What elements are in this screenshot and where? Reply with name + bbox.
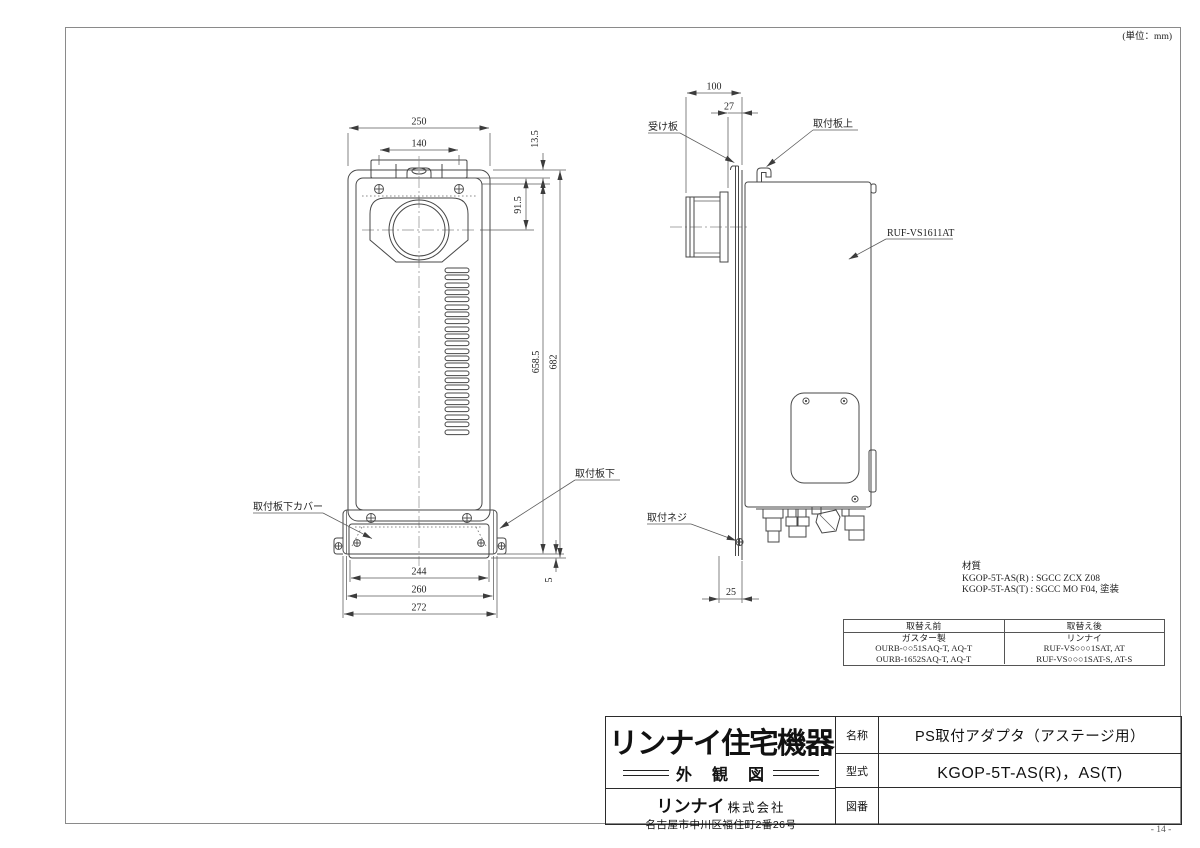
table-cell: リンナイ: [1066, 633, 1102, 643]
material-line-1: KGOP-5T-AS(R) : SGCC ZCX Z08: [962, 573, 1100, 584]
dim-260: 260: [412, 585, 427, 596]
front-bottom-plate: [333, 509, 507, 559]
company-info: リンナイ株式会社 名古屋市中川区福住町2番26号: [606, 788, 836, 831]
label-receiver-plate: 受け板: [648, 120, 678, 133]
model-value: KGOP-5T-AS(R)，AS(T): [937, 764, 1123, 782]
dim-682: 682: [549, 355, 560, 370]
drawing-no-label-cell: 図番: [836, 788, 879, 824]
doc-type: 外 観 図: [675, 767, 766, 784]
dim-250: 250: [412, 117, 427, 128]
page-number: - 14 -: [1150, 825, 1172, 835]
front-dims: 250 140 13.5 91.5: [342, 117, 566, 618]
side-heater-body: [744, 181, 877, 508]
side-piping: [756, 506, 866, 543]
dim-100: 100: [707, 82, 722, 93]
side-receiver-plate: [730, 165, 772, 560]
side-mount-screw: [735, 538, 744, 546]
table-header-after: 取替え後: [1066, 621, 1102, 631]
side-view: 100 27 25 受け板 取付板上 RUF-VS: [647, 82, 954, 603]
sheet-border: [65, 27, 1181, 824]
company-logo: リンナイ住宅機器: [608, 728, 835, 760]
table-cell: OURB-○○51SAQ-T, AQ-T: [844, 643, 1005, 654]
table-row: OURB-1652SAQ-T, AQ-T RUF-VS○○○1SAT-S, AT…: [844, 653, 1164, 665]
table-row: OURB-○○51SAQ-T, AQ-T RUF-VS○○○1SAT, AT: [844, 643, 1164, 654]
model-value-cell: KGOP-5T-AS(R)，AS(T): [879, 754, 1181, 788]
decor-bar-right: [773, 770, 819, 776]
dim-91-5: 91.5: [513, 196, 524, 214]
front-louvers: [444, 267, 470, 436]
dim-140: 140: [412, 139, 427, 150]
company-name-line: リンナイ株式会社: [606, 792, 836, 817]
table-cell: RUF-VS○○○1SAT-S, AT-S: [1036, 653, 1133, 664]
label-plate-top: 取付板上: [813, 117, 853, 130]
dim-13-5: 13.5: [530, 130, 541, 148]
dim-658-5: 658.5: [531, 351, 542, 374]
front-body: [347, 156, 491, 566]
dim-25: 25: [726, 587, 736, 598]
dim-244: 244: [412, 567, 427, 578]
doc-type-row: 外 観 図: [606, 761, 836, 785]
label-cover-bottom: 取付板下カバー: [253, 500, 323, 513]
drawing-no-value: [1152, 788, 1200, 824]
table-cell: ガスター製: [844, 633, 1005, 644]
material-line-2: KGOP-5T-AS(T) : SGCC MO F04, 塗装: [962, 585, 1119, 595]
unit-note: (単位：mm): [1122, 32, 1172, 42]
label-plate-bottom: 取付板下: [575, 467, 615, 480]
decor-bar-left: [622, 770, 669, 776]
material-note: 材質 KGOP-5T-AS(R) : SGCC ZCX Z08 KGOP-5T-…: [962, 562, 1182, 597]
title-block-left: リンナイ住宅機器 外 観 図 リンナイ株式会社 名古屋市中川区福住町2番26号: [606, 717, 836, 831]
front-view: 250 140 13.5 91.5: [253, 117, 620, 618]
model-label-cell: 型式: [836, 754, 879, 788]
dim-272: 272: [412, 603, 427, 614]
material-title: 材質: [962, 562, 982, 572]
company-name: リンナイ: [656, 797, 725, 816]
front-labels: 取付板下カバー 取付板下: [253, 467, 620, 539]
name-value-cell: PS取付アダプタ（アステージ用）: [879, 717, 1181, 754]
table-cell: OURB-1652SAQ-T, AQ-T: [844, 653, 1005, 665]
replacement-table: 取替え前 取替え後 ガスター製 リンナイ OURB-○○51SAQ-T, AQ-…: [843, 619, 1165, 666]
table-header-before: 取替え前: [844, 620, 1005, 632]
label-mount-screw: 取付ネジ: [647, 511, 687, 524]
name-label-cell: 名称: [836, 717, 879, 754]
dim-5: 5: [544, 578, 555, 583]
side-labels: 受け板 取付板上 RUF-VS1611AT 取付ネジ: [647, 117, 954, 541]
title-block: リンナイ住宅機器 外 観 図 リンナイ株式会社 名古屋市中川区福住町2番26号 …: [605, 716, 1182, 831]
dim-27: 27: [724, 102, 734, 113]
label-heater-model: RUF-VS1611AT: [887, 228, 954, 239]
name-value: PS取付アダプタ（アステージ用）: [914, 728, 1146, 745]
drawing-no-row: 尺度 1/5 サイズ A3 作成 2005.10: [879, 788, 1181, 824]
company-address: 名古屋市中川区福住町2番26号: [645, 819, 797, 831]
side-dims: 100 27 25: [685, 82, 759, 603]
company-suffix: 株式会社: [727, 801, 786, 815]
table-cell: RUF-VS○○○1SAT, AT: [1043, 643, 1125, 654]
table-row: ガスター製 リンナイ: [844, 633, 1164, 644]
table-header-row: 取替え前 取替え後: [844, 620, 1164, 633]
front-grille: [369, 197, 469, 263]
side-flue-duct: [670, 191, 750, 263]
